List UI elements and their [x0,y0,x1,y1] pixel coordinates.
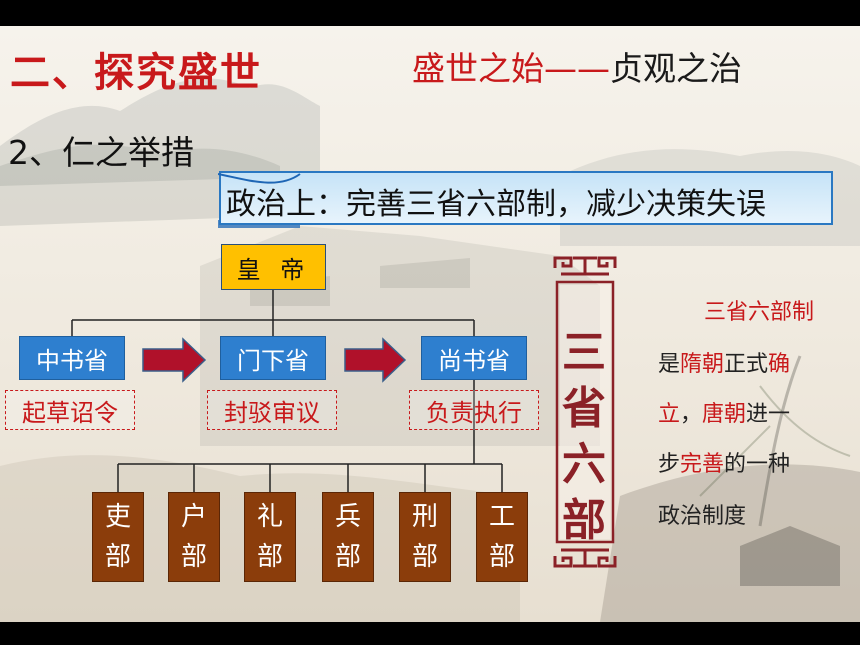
note-line-4: 政治制度 [658,504,747,529]
header-title: 盛世之始——贞观之治 [412,42,742,90]
menxia-province-box: 门下省 [220,336,326,380]
note-line-3: 步完善的一种 [658,452,791,477]
arrow-menxia-to-shangshu [344,337,407,383]
zhongshu-role-box: 起草诏令 [5,390,135,430]
ministry-char-bottom: 部 [488,542,515,572]
ministry-char-bottom: 部 [180,542,207,572]
shangshu-role-box: 负责执行 [409,390,539,430]
shangshu-province-box: 尚书省 [421,336,527,380]
seal-char-2: 省 [562,383,606,434]
note-line-1: 是隋朝正式确 [658,352,791,377]
ministry-char-top: 礼 [256,502,283,532]
ministry-char-bottom: 部 [411,542,438,572]
ministry-char-bottom: 部 [334,542,361,572]
ministry-char-top: 吏 [104,502,131,532]
section-title: 二、探究盛世 [10,50,262,96]
ministry-box-xing-justice: 刑 部 [399,492,451,582]
header-title-separator: —— [544,49,610,88]
header-title-part2: 贞观之治 [610,49,742,88]
ministry-box-li-personnel: 吏 部 [92,492,144,582]
ministry-box-li-rites: 礼 部 [244,492,296,582]
header-title-part1: 盛世之始 [412,49,544,88]
banner-text: 政治上：完善三省六部制，减少决策失误 [226,187,766,222]
diagram-connectors [71,290,503,492]
ministry-box-hu-revenue: 户 部 [168,492,220,582]
ministry-char-bottom: 部 [256,542,283,572]
ministry-char-top: 工 [488,502,515,532]
seal-char-4: 部 [562,495,606,546]
seal-char-1: 三 [562,327,606,378]
ministry-char-top: 刑 [411,502,438,532]
emperor-box: 皇 帝 [221,244,326,290]
ministry-box-bing-war: 兵 部 [322,492,374,582]
ministry-char-top: 户 [180,502,207,532]
slide: 二、探究盛世 盛世之始——贞观之治 2、仁之举措 政治上：完善三省六部制，减少决… [0,26,860,622]
banner-shape [218,171,833,228]
note-title: 三省六部制 [704,300,815,325]
ministry-box-gong-works: 工 部 [476,492,528,582]
ministry-char-bottom: 部 [104,542,131,572]
subtitle: 2、仁之举措 [8,133,194,172]
note-line-2: 立，唐朝进一 [658,402,791,427]
ornamental-seal-frame [553,256,617,568]
seal-char-3: 六 [562,439,606,490]
zhongshu-province-box: 中书省 [19,336,125,380]
arrow-shapes [142,337,407,383]
arrow-zhongshu-to-menxia [142,337,207,383]
ministry-char-top: 兵 [334,502,361,532]
menxia-role-box: 封驳审议 [207,390,337,430]
